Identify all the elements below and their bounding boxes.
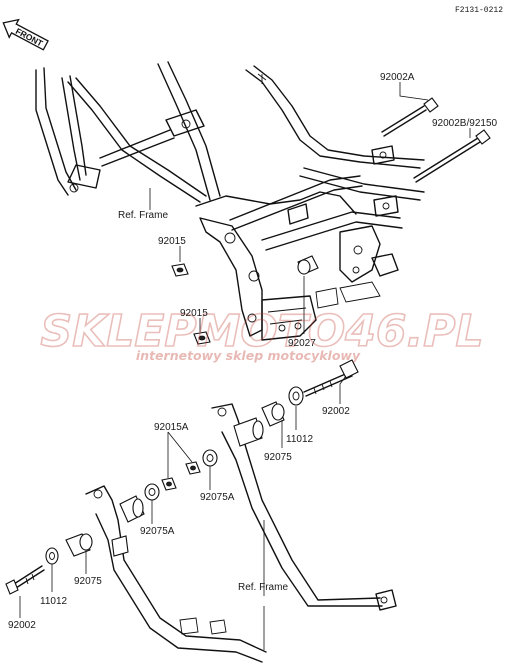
label-92002B-92150: 92002B/92150: [432, 118, 498, 129]
label-92075A-right: 92075A: [200, 492, 235, 503]
left-subframe-drawing: [85, 485, 267, 663]
label-92075-right: 92075: [264, 452, 292, 463]
watermark-main-text: SKLEPMOTO46.PL: [41, 306, 484, 357]
label-11012-right: 11012: [286, 434, 314, 445]
bushing-92075-left-icon: [65, 533, 93, 557]
label-11012-left: 11012: [40, 596, 68, 607]
bushing-92075A-left-icon: [144, 483, 160, 501]
label-92002-left: 92002: [8, 620, 36, 631]
figure-code: F2131-0212: [455, 6, 503, 15]
bolt-92002B-icon: [413, 129, 491, 183]
label-92075-left: 92075: [74, 576, 102, 587]
watermark-sub-text: internetowy sklep motocyklowy: [136, 348, 361, 363]
nut-92015A-icon: [161, 461, 201, 491]
nut-92015-a-icon: [171, 263, 189, 277]
front-arrow-icon: FRONT: [2, 18, 49, 51]
bushing-92075-right-icon: [261, 401, 285, 427]
bolt-92002-left-icon: [5, 565, 45, 595]
label-92002A: 92002A: [380, 72, 415, 83]
watermark: SKLEPMOTO46.PL internetowy sklep motocyk…: [40, 305, 485, 363]
right-subframe-drawing: [211, 403, 397, 611]
nut-92015-b-icon: [193, 331, 211, 345]
label-92015-b: 92015: [180, 308, 208, 319]
label-92027: 92027: [288, 338, 316, 349]
leader-lines: [19, 82, 471, 650]
washer-11012-right-icon: [288, 386, 304, 406]
collar-92027-icon: [297, 255, 319, 275]
main-frame-drawing: [35, 61, 425, 341]
washer-11012-left-icon: [45, 547, 59, 565]
label-92075A-left: 92075A: [140, 526, 175, 537]
label-92002-right: 92002: [322, 406, 350, 417]
bolt-92002-right-icon: [303, 359, 359, 397]
label-ref-frame-top: Ref. Frame: [118, 210, 168, 221]
label-92015A: 92015A: [154, 422, 189, 433]
label-92015-a: 92015: [158, 236, 186, 247]
label-ref-frame-bottom: Ref. Frame: [238, 582, 288, 593]
bushing-92075A-right-icon: [202, 449, 218, 467]
bolt-92002A-icon: [381, 97, 439, 137]
